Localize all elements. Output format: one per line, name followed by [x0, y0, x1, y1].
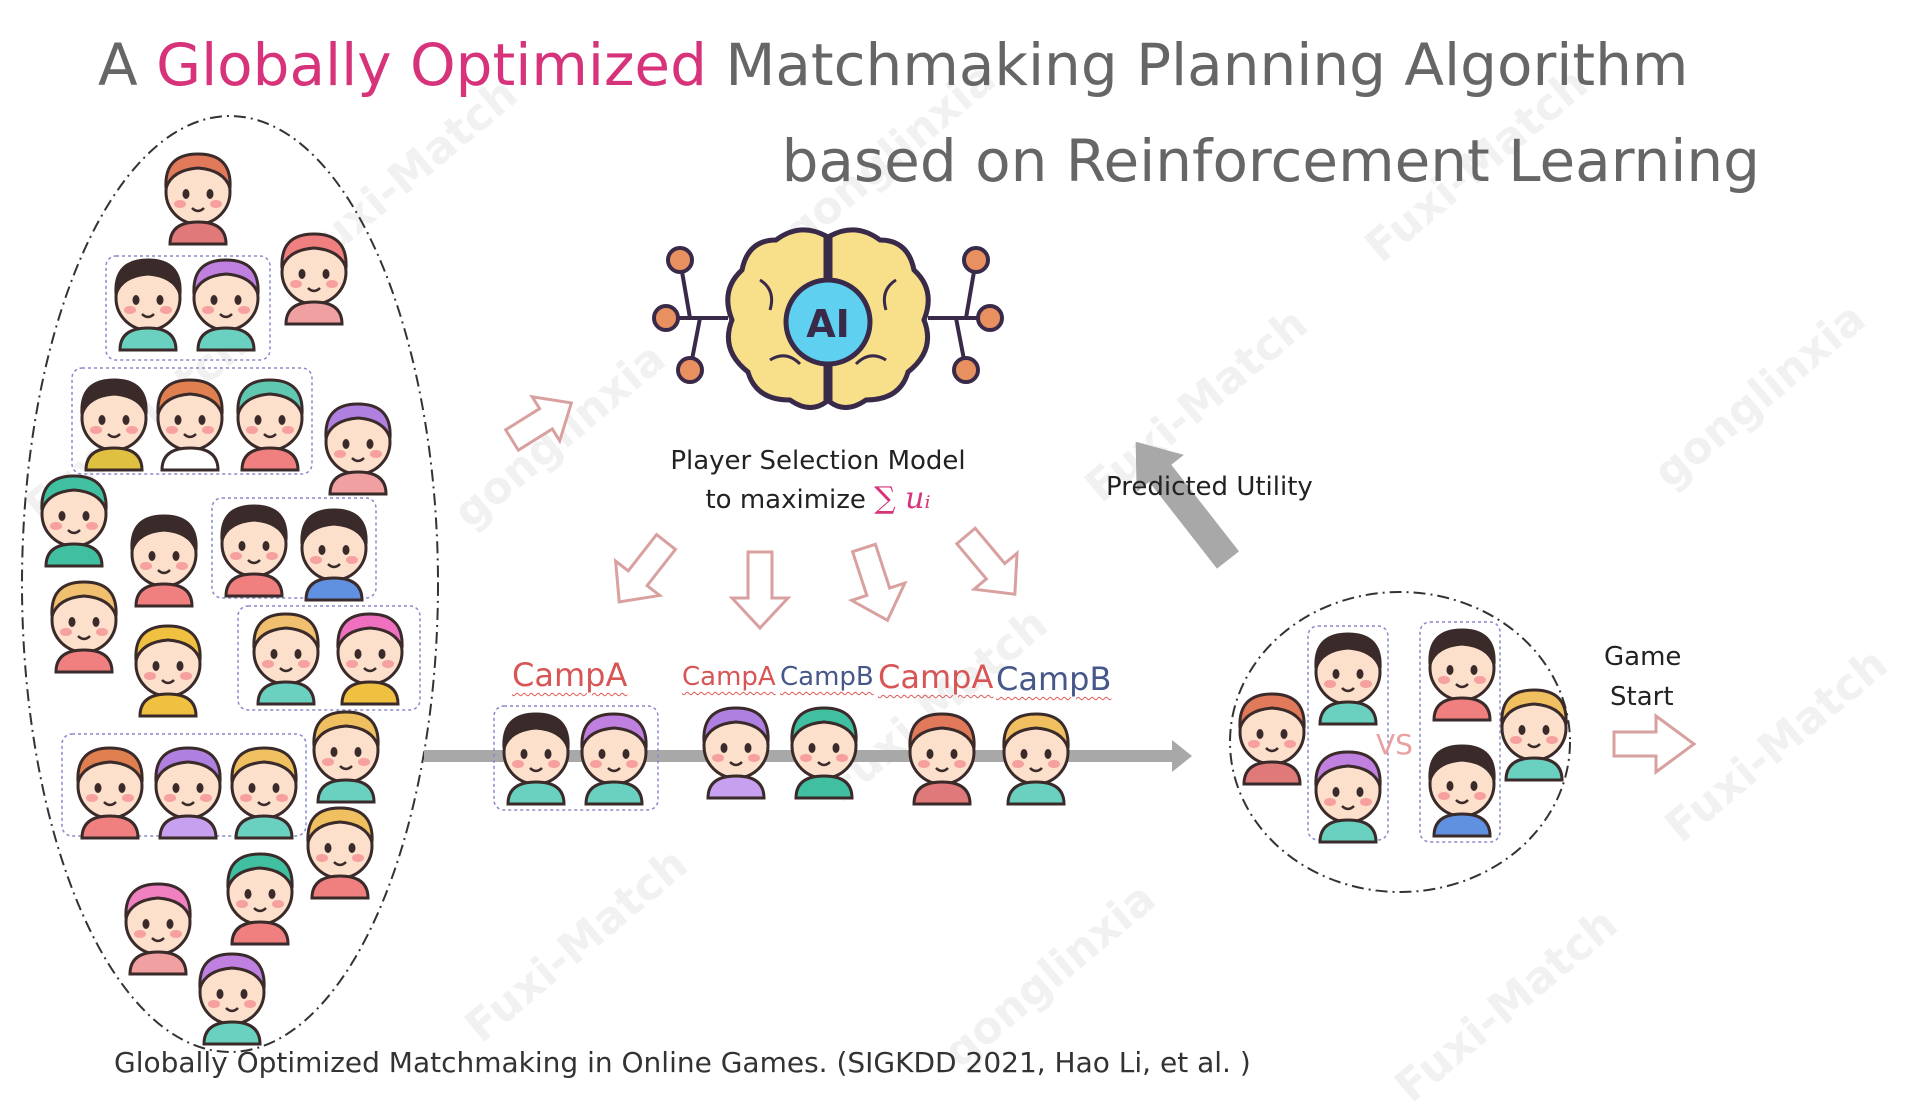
model-objective-prefix: to maximize — [705, 485, 874, 515]
model-objective: to maximize ∑ uᵢ — [705, 481, 930, 516]
player-pool-ellipse — [21, 115, 439, 1053]
team-a-box — [1307, 625, 1389, 841]
citation: Globally Optimized Matchmaking in Online… — [114, 1046, 1251, 1079]
model-label: Player Selection Model — [670, 446, 965, 476]
team-b-box — [1419, 621, 1501, 843]
input-arrow — [503, 394, 574, 453]
camp-label: CampA — [682, 662, 776, 692]
ai-label: AI — [806, 302, 850, 346]
camp-label: CampB — [996, 660, 1112, 698]
title-suffix: Matchmaking Planning Algorithm — [706, 31, 1689, 99]
feedback-arrow — [1135, 441, 1240, 569]
vs-label: VS — [1376, 728, 1413, 761]
avatar — [40, 152, 404, 1046]
predicted-utility-label: Predicted Utility — [1106, 472, 1313, 502]
match-circle — [1229, 591, 1571, 893]
camp-label: CampA — [512, 656, 628, 694]
camp-label: CampB — [780, 662, 874, 692]
page-title: A Globally Optimized Matchmaking Plannin… — [98, 36, 1688, 94]
selection-arrow — [954, 526, 1019, 596]
selection-arrow — [847, 542, 908, 623]
game-start-arrow — [1612, 713, 1697, 775]
game-start-label-line2: Start — [1610, 682, 1674, 712]
selection-arrow — [613, 532, 678, 604]
title-highlight: Globally Optimized — [156, 31, 707, 99]
ai-brain-icon — [652, 227, 1004, 410]
page-subtitle: based on Reinforcement Learning — [781, 127, 1760, 195]
utility-formula: ∑ uᵢ — [874, 481, 930, 516]
pool-group-box — [71, 367, 313, 475]
timeline-arrowhead — [1172, 740, 1192, 772]
game-start-label-line1: Game — [1604, 642, 1682, 672]
pool-group-box — [237, 605, 421, 711]
camp-label: CampA — [878, 658, 994, 696]
pool-group-box — [105, 255, 271, 361]
title-prefix: A — [98, 31, 157, 99]
pool-group-box — [211, 497, 377, 599]
selection-arrow — [728, 550, 792, 631]
diagram-canvas: AI Player Selection Model to maximize ∑ … — [21, 115, 1697, 1053]
team-group-box — [493, 705, 659, 811]
